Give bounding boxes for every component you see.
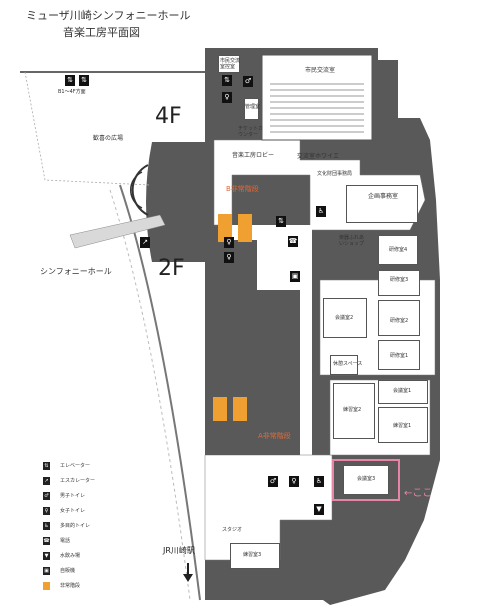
room-kanri [244, 98, 259, 120]
water-icon: ▼ [314, 504, 324, 515]
emergency-stairs-swatch [43, 582, 50, 590]
legend-label: 自販機 [60, 568, 76, 574]
legend-label: エレベーター [60, 463, 91, 469]
women-toilet-icon: ♀ [224, 252, 234, 263]
meet3-label: 研修室3 [390, 277, 409, 283]
elevator-icon: ⇅ [276, 216, 286, 227]
emergency-stairs-b [218, 214, 232, 242]
seminar-label: 市民交流室控室 [220, 58, 241, 70]
legend-label: 電話 [60, 538, 71, 544]
men-toilet-icon: ♂ [268, 476, 278, 487]
lobby-label: 音楽工房ロビー [232, 152, 275, 159]
room-conf2 [323, 298, 367, 338]
legend-label: 多目的トイレ [60, 523, 91, 529]
seating-rows [270, 83, 364, 133]
legend-label: 水飲み場 [60, 553, 81, 559]
studio-label: スタジオ [222, 527, 243, 533]
prac3-label: 練習室3 [243, 552, 262, 558]
room-prac1 [378, 407, 428, 443]
women-toilet-icon: ♀ [43, 507, 50, 515]
shop-label: 楽器ふれあいショップ [339, 235, 365, 247]
conf1-label: 会議室1 [393, 388, 412, 394]
room-meet2 [378, 300, 420, 336]
map-subtitle: 音楽工房平面図 [63, 26, 140, 39]
elevator-icon: ⇅ [222, 75, 232, 86]
vending-icon: ▣ [290, 271, 300, 282]
room-conf3-highlighted[interactable] [343, 465, 389, 495]
room-conf1 [378, 380, 428, 404]
rest-space [330, 355, 358, 375]
men-toilet-icon: ♂ [43, 492, 50, 500]
stairs-a-label: A非常階段 [258, 432, 291, 440]
rest-space-label: 休憩スペース [333, 361, 363, 367]
water-icon: ▼ [43, 552, 50, 560]
phone-icon: ☎ [43, 537, 50, 545]
escalator-icon: ↗ [43, 477, 50, 485]
here-marker: ←ここ [404, 488, 433, 499]
map-title: ミューザ川崎シンフォニーホール [26, 9, 191, 22]
floor-label-4f: 4F [155, 104, 182, 129]
prac1-label: 練習室1 [393, 423, 412, 429]
escalator-icon: ↗ [140, 237, 150, 248]
room-prac2 [333, 383, 375, 439]
meet4-label: 研修室4 [389, 247, 408, 253]
women-toilet-icon: ♀ [224, 237, 234, 248]
elevator-icon: ⇅ [79, 75, 89, 86]
room-meet4 [378, 235, 418, 265]
meet1-label: 研修室1 [390, 353, 409, 359]
stairs-b-label: B非常階段 [226, 185, 259, 193]
elevator-icon: ⇅ [65, 75, 75, 86]
room-prac3 [230, 543, 280, 569]
room-office [346, 185, 418, 223]
room-seminar [218, 55, 240, 73]
meet2-label: 研修室2 [390, 318, 409, 324]
kanri-label: 管理室 [245, 104, 261, 110]
accessible-toilet-icon: ♿ [43, 522, 50, 530]
men-toilet-icon: ♂ [243, 76, 253, 87]
elevator-floors-label: B1～4F方面 [58, 89, 86, 95]
citizen-hall-label: 市民交流室 [305, 67, 336, 74]
plaza-label: 歓喜の広場 [93, 135, 124, 142]
emergency-stairs-a [233, 397, 247, 421]
foyer-label: 交流室ホワイエ [297, 153, 339, 160]
prac2-label: 練習室2 [343, 407, 362, 413]
staff-label: 文化財団事務局 [317, 171, 353, 177]
conf2-label: 会議室2 [335, 315, 354, 321]
accessible-toilet-icon: ♿ [316, 206, 326, 217]
legend-label: 男子トイレ [60, 493, 86, 499]
symphony-hall-label: シンフォニーホール [40, 267, 112, 276]
floor-label-2f: 2F [158, 256, 185, 281]
legend-label: エスカレーター [60, 478, 96, 484]
station-label: JR川崎駅 [163, 546, 195, 555]
ticket-counter-label: チケットカウンター [238, 126, 264, 138]
vending-icon: ▣ [43, 567, 50, 575]
women-toilet-icon: ♀ [222, 92, 232, 103]
office-label: 企画事務室 [368, 193, 399, 200]
emergency-stairs-a [213, 397, 227, 421]
room-meet3 [378, 270, 420, 296]
elevator-icon: ⇅ [43, 462, 50, 470]
legend-label: 女子トイレ [60, 508, 86, 514]
accessible-toilet-icon: ♿ [314, 476, 324, 487]
women-toilet-icon: ♀ [289, 476, 299, 487]
phone-icon: ☎ [288, 236, 298, 247]
conf3-label: 会議室3 [357, 476, 376, 482]
room-meet1 [378, 340, 420, 370]
legend-label: 非常階段 [60, 583, 81, 589]
emergency-stairs-b [238, 214, 252, 242]
